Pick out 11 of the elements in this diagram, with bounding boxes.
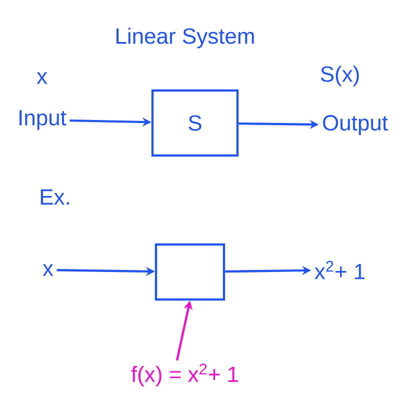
title: Linear System bbox=[116, 28, 254, 48]
input-text: Input bbox=[20, 110, 66, 130]
example-label: Ex. bbox=[40, 189, 69, 205]
system-box bbox=[154, 243, 226, 301]
output-text: Output bbox=[323, 115, 388, 135]
system-box: S bbox=[151, 89, 239, 157]
variable-label: x bbox=[36, 72, 48, 84]
output-text: x$^{2}$+ 1 bbox=[314, 260, 365, 280]
variable-label: S(x) bbox=[320, 66, 359, 86]
function-text: f(x) = x$^{2}$+ 1 bbox=[131, 364, 238, 386]
input-text: x bbox=[42, 264, 54, 276]
